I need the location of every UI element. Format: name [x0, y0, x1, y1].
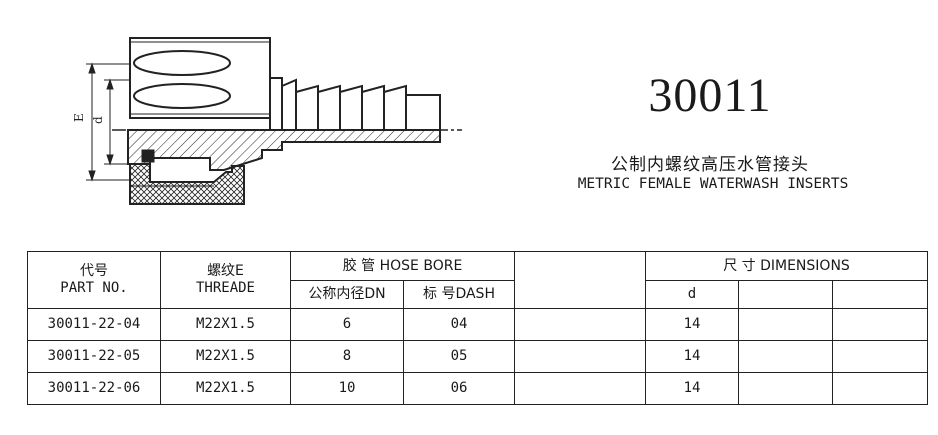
header-thread-en: THREADE [195, 280, 255, 296]
cell-d: 14 [645, 372, 739, 405]
dimension-d [104, 78, 130, 166]
header-thread: 螺纹E THREADE [160, 251, 291, 309]
cell-blank [514, 340, 646, 373]
header-dimensions: 尺 寸 DIMENSIONS [644, 251, 929, 281]
cell-dash: 06 [403, 372, 515, 405]
cell-thread: M22X1.5 [160, 372, 291, 405]
cell-blank [738, 340, 833, 373]
header-dim-blank-1 [738, 280, 833, 309]
table-header-row: 代号 PART NO. 螺纹E THREADE 胶 管 HOSE BORE 尺 … [27, 251, 929, 309]
dimension-label-e: E [72, 113, 86, 122]
table-row: 30011-22-05 M22X1.5 8 05 14 [27, 340, 929, 373]
product-title-cn: 公制内螺纹高压水管接头 [611, 155, 809, 175]
header-thread-cn: 螺纹E [207, 263, 244, 280]
header-dash: 标 号DASH [403, 280, 515, 309]
insert-section-hatched [127, 129, 441, 171]
cell-d: 14 [645, 340, 739, 373]
nut-flat-upper [133, 50, 231, 76]
cell-blank [831, 340, 929, 373]
cell-part: 30011-22-05 [27, 340, 161, 373]
cell-blank [514, 308, 646, 341]
cell-part: 30011-22-04 [27, 308, 161, 341]
header-part-no-cn: 代号 [80, 263, 108, 280]
cell-dn: 10 [290, 372, 404, 405]
header-blank [514, 251, 646, 309]
cell-dn: 6 [290, 308, 404, 341]
dimension-e [86, 62, 130, 182]
cell-blank [738, 372, 833, 405]
cell-blank [738, 308, 833, 341]
nut-flat-lower [133, 83, 231, 109]
cell-d: 14 [645, 308, 739, 341]
spec-table: 代号 PART NO. 螺纹E THREADE 胶 管 HOSE BORE 尺 … [27, 251, 929, 405]
cell-thread: M22X1.5 [160, 308, 291, 341]
product-title-en: METRIC FEMALE WATERWASH INSERTS [577, 176, 849, 192]
cell-dash: 05 [403, 340, 515, 373]
cell-dn: 8 [290, 340, 404, 373]
part-number-title: 30011 [648, 69, 772, 122]
cell-blank [831, 308, 929, 341]
header-part-no: 代号 PART NO. [27, 251, 161, 309]
fitting-technical-drawing: E d [72, 37, 462, 205]
header-dim-blank-2 [831, 280, 929, 309]
hose-barb-tail [269, 77, 441, 131]
header-d: d [645, 280, 739, 309]
cell-blank [514, 372, 646, 405]
table-row: 30011-22-06 M22X1.5 10 06 14 [27, 372, 929, 405]
header-hose-bore: 胶 管 HOSE BORE [290, 251, 515, 281]
o-ring-seal [141, 149, 155, 163]
header-part-no-en: PART NO. [60, 280, 128, 296]
cell-thread: M22X1.5 [160, 340, 291, 373]
nut-knurled-section [129, 163, 245, 205]
table-row: 30011-22-04 M22X1.5 6 04 14 [27, 308, 929, 341]
dimension-label-d: d [91, 116, 105, 124]
cell-part: 30011-22-06 [27, 372, 161, 405]
cell-blank [831, 372, 929, 405]
header-dn: 公称内径DN [290, 280, 404, 309]
cell-dash: 04 [403, 308, 515, 341]
